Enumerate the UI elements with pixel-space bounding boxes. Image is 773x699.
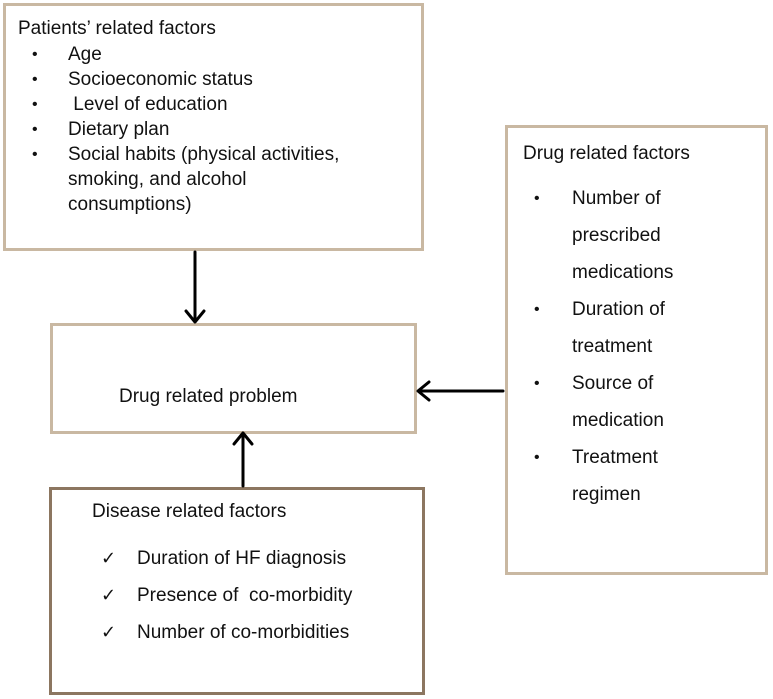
list-item: •Dietary plan <box>32 119 170 140</box>
bullet-icon: • <box>534 449 540 466</box>
list-item: •Social habits (physical activities, smo… <box>32 144 340 215</box>
list-item: •Socioeconomic status <box>32 69 253 90</box>
bullet-icon: • <box>534 375 540 392</box>
disease-factors-box: Disease related factors ✓Duration of HF … <box>49 487 425 695</box>
bullet-icon: • <box>534 301 540 318</box>
list-item: •Number of prescribed medications <box>508 180 748 291</box>
drug-factors-list: •Number of prescribed medications •Durat… <box>508 180 748 513</box>
bullet-icon: • <box>32 121 38 138</box>
disease-factors-title: Disease related factors <box>92 501 287 522</box>
list-item: •Source of medication <box>508 365 748 439</box>
arrow-patients-to-problem <box>184 250 206 324</box>
checkmark-icon: ✓ <box>101 622 117 642</box>
patients-factors-list: •Age •Socioeconomic status • Level of ed… <box>6 42 406 217</box>
drug-factors-title: Drug related factors <box>523 143 690 164</box>
arrow-disease-to-problem <box>232 431 254 488</box>
drug-related-problem-label: Drug related problem <box>119 386 298 407</box>
bullet-icon: • <box>32 71 38 88</box>
checkmark-icon: ✓ <box>101 585 117 605</box>
bullet-icon: • <box>32 46 38 63</box>
list-item: •Treatment regimen <box>508 439 748 513</box>
bullet-icon: • <box>534 190 540 207</box>
patients-factors-title: Patients’ related factors <box>18 18 216 39</box>
list-item: ✓Duration of HF diagnosis <box>77 540 417 577</box>
bullet-icon: • <box>32 146 38 163</box>
list-item: ✓Number of co-morbidities <box>77 614 417 651</box>
list-item: •Age <box>32 44 102 65</box>
list-item: • Level of education <box>32 94 228 115</box>
list-item: ✓Presence of co-morbidity <box>77 577 417 614</box>
arrow-drug-to-problem <box>416 380 505 402</box>
drug-factors-box: Drug related factors •Number of prescrib… <box>505 125 768 575</box>
bullet-icon: • <box>32 96 38 113</box>
patients-factors-box: Patients’ related factors •Age •Socioeco… <box>3 3 424 251</box>
checkmark-icon: ✓ <box>101 548 117 568</box>
drug-related-problem-box: Drug related problem <box>50 323 417 434</box>
disease-factors-list: ✓Duration of HF diagnosis ✓Presence of c… <box>77 540 417 651</box>
list-item: •Duration of treatment <box>508 291 748 365</box>
